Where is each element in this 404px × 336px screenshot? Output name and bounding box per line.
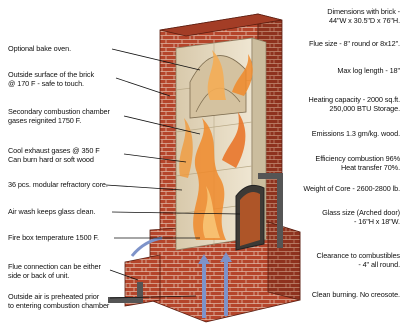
label-clean-burning: Clean burning. No creosote. bbox=[312, 291, 400, 300]
label-secondary-combustion: Secondary combustion chamber gases reign… bbox=[8, 108, 110, 125]
firebox-door bbox=[236, 185, 264, 250]
label-bake-oven: Optional bake oven. bbox=[8, 45, 71, 54]
label-flue-connection: Flue connection can be either side or ba… bbox=[8, 263, 101, 280]
label-cool-exhaust: Cool exhaust gases @ 350 F Can burn hard… bbox=[8, 147, 100, 164]
label-core-weight: Weight of Core - 2600-2800 lb. bbox=[303, 185, 400, 194]
label-refractory-core: 36 pcs. modular refractory core. bbox=[8, 181, 108, 190]
label-outside-air: Outside air is preheated prior to enteri… bbox=[8, 293, 109, 310]
label-glass-size: Glass size (Arched door) - 16"H x 18"W. bbox=[322, 209, 400, 226]
label-air-wash: Air wash keeps glass clean. bbox=[8, 208, 95, 217]
label-flue-size: Flue size - 8" round or 8x12". bbox=[309, 40, 400, 49]
label-fire-box: Fire box temperature 1500 F. bbox=[8, 234, 99, 243]
label-clearance: Clearance to combustibles - 4" all round… bbox=[317, 252, 401, 269]
label-efficiency: Efficiency combustion 96% Heat transfer … bbox=[315, 155, 400, 172]
label-max-log: Max log length - 18" bbox=[337, 67, 400, 76]
label-dimensions: Dimensions with brick - 44"W x 30.5"D x … bbox=[327, 8, 400, 25]
label-emissions: Emissions 1.3 gm/kg. wood. bbox=[312, 130, 400, 139]
label-outside-surface: Outside surface of the brick @ 170 F - s… bbox=[8, 71, 94, 88]
label-heating-capacity: Heating capacity - 2000 sq.ft. 250,000 B… bbox=[308, 96, 400, 113]
